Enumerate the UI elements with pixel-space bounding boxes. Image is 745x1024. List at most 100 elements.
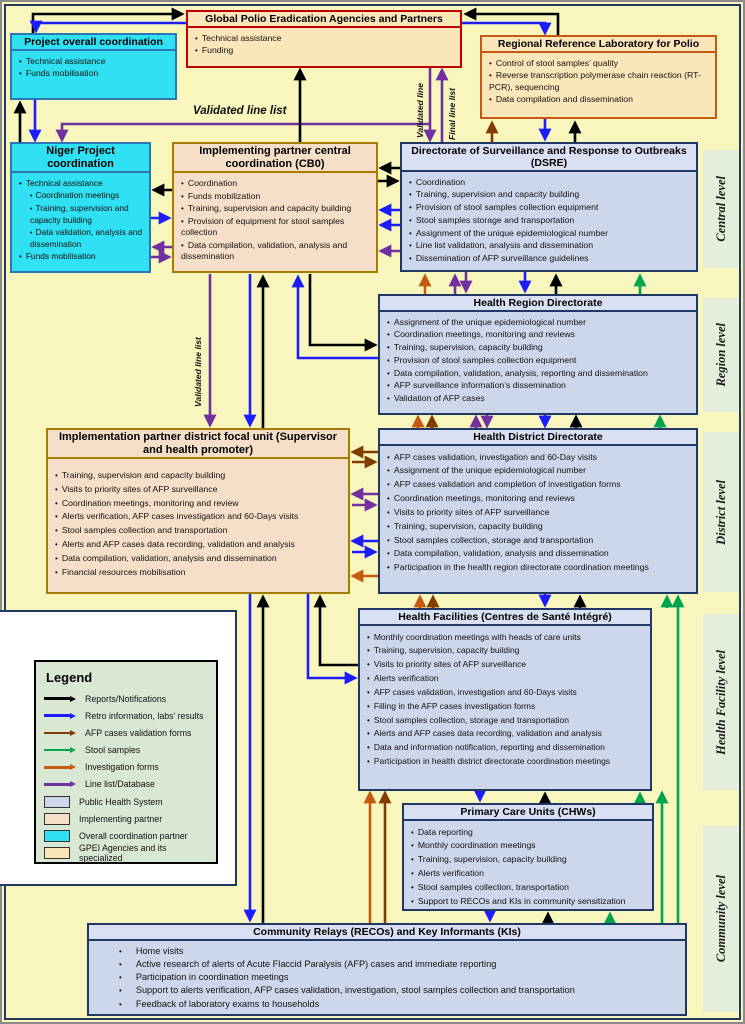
validation-forms-arrow-icon <box>44 729 76 736</box>
legend-label: Stool samples <box>85 745 141 756</box>
arrow-rrl-to-global <box>463 7 560 35</box>
box-niger-project-items: Technical assistance Coordination meetin… <box>12 176 149 263</box>
legend-row: Reports/Notifications <box>44 692 208 705</box>
list-item: Data compilation, validation, analysis a… <box>387 548 692 559</box>
legend-row: Overall coordination partner <box>44 830 208 843</box>
box-health-facilities: Health Facilities (Centres de Santé Inté… <box>358 608 652 791</box>
level-strip-region: Region level <box>703 298 739 412</box>
legend-label: GPEI Agencies and its specialized <box>79 843 167 864</box>
list-item: Active research of alerts of Acute Flacc… <box>119 959 681 971</box>
list-item: Stool samples storage and transportation <box>409 215 692 226</box>
arrow-global-to-project <box>29 20 186 34</box>
box-global-partners-title: Global Polio Eradication Agencies and Pa… <box>188 12 460 29</box>
legend-label: Line list/Database <box>85 779 155 790</box>
list-item: Visits to priority sites of AFP surveill… <box>367 659 646 670</box>
list-item: Validation of AFP cases <box>387 393 692 404</box>
arrow-region-to-cb0-retro <box>291 274 378 360</box>
list-item: Stool samples collection, storage and tr… <box>387 535 692 546</box>
level-strip-community: Community level <box>703 826 739 1012</box>
box-project-overall-items: Technical assistance Funds mobilisation <box>12 54 175 81</box>
list-item: Assignment of the unique epidemiological… <box>387 465 692 476</box>
list-item: AFP cases validation, investigation and … <box>367 687 646 698</box>
list-item: Dissemination of AFP surveillance guidel… <box>409 253 692 264</box>
legend-row: Line list/Database <box>44 778 208 791</box>
arrow-validated-line-list-to-niger <box>55 122 430 143</box>
list-item: Technical assistance Coordination meetin… <box>19 178 145 250</box>
box-dsre: Directorate of Surveillance and Response… <box>400 142 698 272</box>
box-health-region-items: Assignment of the unique epidemiological… <box>380 315 696 406</box>
box-health-region-title: Health Region Directorate <box>380 296 696 313</box>
list-item: Stool samples collection, transportation <box>411 882 648 893</box>
public-health-swatch <box>44 795 70 808</box>
list-item: Coordination <box>181 178 372 189</box>
list-item: Training, supervision, capacity building <box>411 854 648 865</box>
list-item: Funds mobilisation <box>19 68 171 79</box>
list-item: Visits to priority sites of AFP surveill… <box>387 507 692 518</box>
box-global-partners: Global Polio Eradication Agencies and Pa… <box>186 10 462 68</box>
list-item: Funds mobilization <box>181 191 372 202</box>
list-item: AFP cases validation, investigation and … <box>387 452 692 463</box>
list-item: Training, supervision, capacity building <box>387 342 692 353</box>
list-item: Training, supervision and capacity build… <box>181 203 372 214</box>
list-item: Financial resources mobilisation <box>55 567 344 578</box>
list-item: Monthly coordination meetings <box>411 840 648 851</box>
box-community-relays-title: Community Relays (RECOs) and Key Informa… <box>89 925 685 942</box>
box-regional-lab: Regional Reference Laboratory for Polio … <box>480 35 717 119</box>
list-item: AFP cases validation and completion of i… <box>387 479 692 490</box>
legend-label: Overall coordination partner <box>79 831 188 841</box>
investigation-forms-arrow-icon <box>44 764 76 771</box>
box-community-relays-items: Home visits Active research of alerts of… <box>89 944 685 1012</box>
legend-row: Investigation forms <box>44 761 208 774</box>
list-item: Technical assistance <box>19 56 171 67</box>
list-item: Funding <box>195 45 456 56</box>
level-strip-health-facility: Health Facility level <box>703 614 739 790</box>
list-item: Coordination meetings, monitoring and re… <box>387 493 692 504</box>
list-item: Alerts and AFP cases data recording, val… <box>367 728 646 739</box>
box-cb0-items: Coordination Funds mobilization Training… <box>174 176 376 263</box>
level-strip-district: District level <box>703 432 739 592</box>
box-health-facilities-items: Monthly coordination meetings with heads… <box>360 629 650 770</box>
legend: Legend Reports/Notifications Retro infor… <box>34 660 218 864</box>
list-item: Participation in coordination meetings <box>119 972 681 984</box>
list-item: Monthly coordination meetings with heads… <box>367 632 646 643</box>
list-item: Provision of stool samples collection eq… <box>387 355 692 366</box>
level-strip-central: Central level <box>703 150 739 268</box>
list-item: Provision of equipment for stool samples… <box>181 216 372 238</box>
list-item: Coordination <box>409 177 692 188</box>
arrow-global-to-rrl <box>462 21 552 36</box>
list-item-text: Funds mobilisation <box>25 250 96 261</box>
stool-samples-arrow-icon <box>44 747 76 754</box>
list-item: Data compilation and dissemination <box>489 94 711 105</box>
list-item: Data compilation, validation, analysis, … <box>387 368 692 379</box>
list-item: Alerts verification, AFP cases investiga… <box>55 511 344 522</box>
list-item: Data reporting <box>411 827 648 838</box>
list-item: Stool samples collection and transportat… <box>55 525 344 536</box>
gpei-agencies-swatch <box>44 847 70 860</box>
list-item: Data and information notification, repor… <box>367 742 646 753</box>
list-item: Technical assistance <box>195 33 456 44</box>
inner-frame <box>4 4 741 1020</box>
list-item-text: Technical assistance <box>25 177 103 188</box>
list-item: Support to RECOs and KIs in community se… <box>411 896 648 907</box>
box-niger-project-title: Niger Project coordination <box>12 144 149 174</box>
list-item: Training, supervision and capacity build… <box>55 470 344 481</box>
legend-row: Retro information, labs’ results <box>44 709 208 722</box>
box-primary-care-units-items: Data reporting Monthly coordination meet… <box>404 824 652 910</box>
list-item: Data compilation, validation, analysis a… <box>181 240 372 262</box>
list-item: Support to alerts verification, AFP case… <box>119 985 681 997</box>
list-item: Provision of stool samples collection eq… <box>409 202 692 213</box>
list-item: Training, supervision and capacity build… <box>409 189 692 200</box>
box-regional-lab-items: Control of stool samples’ quality Revers… <box>482 56 715 107</box>
arrow-unit-to-facilities-retro <box>306 594 358 685</box>
list-item: Feedback of laboratory exams to househol… <box>119 999 681 1011</box>
legend-title: Legend <box>46 670 93 685</box>
box-cb0: Implementing partner central coordinatio… <box>172 142 378 273</box>
line-list-arrow-icon <box>44 781 76 788</box>
legend-row: Public Health System <box>44 795 208 808</box>
box-primary-care-units-title: Primary Care Units (CHWs) <box>404 805 652 822</box>
list-item: Line list validation, analysis and disse… <box>409 240 692 251</box>
list-item: AFP surveillance information’s dissemina… <box>387 380 692 391</box>
box-project-overall-title: Project overall coordination <box>12 35 175 52</box>
